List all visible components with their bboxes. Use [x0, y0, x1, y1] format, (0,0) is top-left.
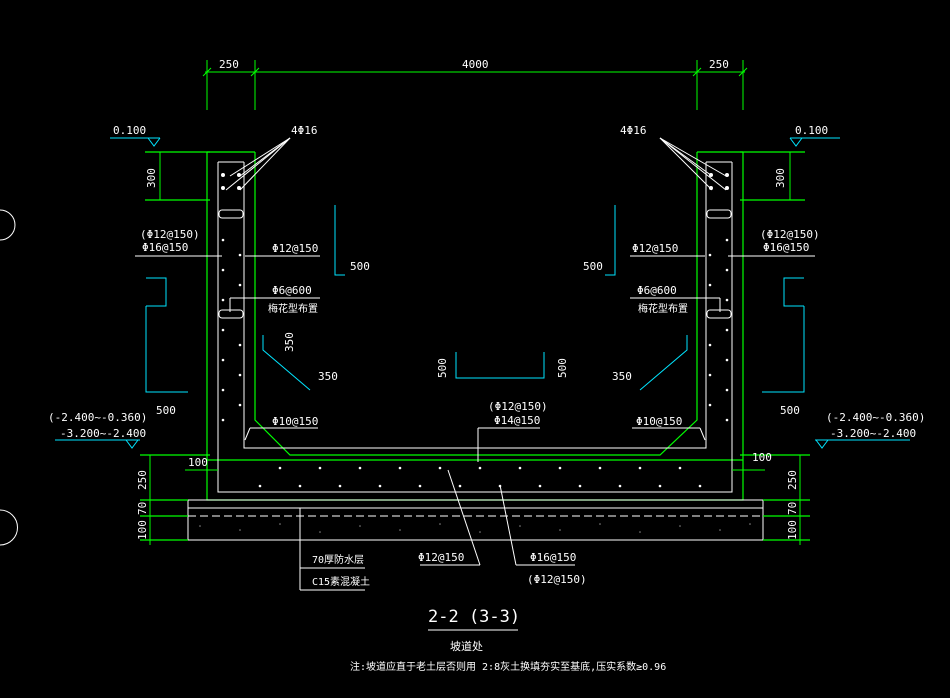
right-base-500: 500	[780, 404, 800, 417]
center-bottom-bar-left: Φ12@150	[418, 551, 464, 564]
left-tie-bar: Φ6@600	[272, 284, 312, 297]
right-tie-bar: Φ6@600	[637, 284, 677, 297]
left-corner-rebar: 4Φ16	[291, 124, 318, 137]
left-elev-bottom-alt: (-2.400~-0.360)	[48, 411, 147, 424]
center-top-bar: Φ14@150	[494, 414, 540, 427]
right-hook-500: 500	[583, 260, 603, 273]
section-subtitle: 坡道处	[450, 639, 483, 653]
left-hook-500: 500	[350, 260, 370, 273]
elevation-markers	[55, 137, 910, 449]
right-elev-bottom-alt: (-2.400~-0.360)	[826, 411, 925, 424]
center-leaders	[299, 352, 575, 591]
right-slab-bar: Φ10@150	[636, 415, 682, 428]
left-vert-bar: Φ16@150	[142, 241, 188, 254]
channel-outline	[206, 151, 744, 501]
right-dim-250: 250	[786, 470, 799, 490]
section-title: 2-2 (3-3)	[428, 607, 520, 627]
right-corner-rebar: 4Φ16	[620, 124, 647, 137]
left-elev-top: 0.100	[113, 124, 146, 137]
corner-rebar-leaders	[225, 137, 727, 191]
left-tie-note: 梅花型布置	[268, 302, 318, 315]
layer-concrete: C15素混凝土	[312, 575, 370, 588]
left-slab-bar: Φ10@150	[272, 415, 318, 428]
center-bent-500-right: 500	[556, 358, 569, 378]
right-vert-bar-alt: (Φ12@150)	[760, 228, 820, 241]
right-elev-top: 0.100	[795, 124, 828, 137]
left-dim-100: 100	[188, 456, 208, 469]
center-bottom-bar-right: Φ16@150	[530, 551, 576, 564]
right-tie-note: 梅花型布置	[638, 302, 688, 315]
right-elev-bottom: -3.200~-2.400	[830, 427, 916, 440]
center-bent-500-left: 500	[436, 358, 449, 378]
grid-bubbles	[0, 209, 18, 546]
left-leaders	[135, 205, 345, 441]
left-elev-bottom: -3.200~-2.400	[60, 427, 146, 440]
left-haunch-350-b: 350	[318, 370, 338, 383]
left-inner-bar: Φ12@150	[272, 242, 318, 255]
left-vert-bar-alt: (Φ12@150)	[140, 228, 200, 241]
left-base-500: 500	[156, 404, 176, 417]
right-inner-bar: Φ12@150	[632, 242, 678, 255]
center-top-bar-alt: (Φ12@150)	[488, 400, 548, 413]
layer-waterproof: 70厚防水层	[312, 553, 364, 566]
right-dim-300: 300	[774, 168, 787, 188]
concrete-hatch	[199, 523, 751, 533]
left-haunch-350-a: 350	[283, 332, 296, 352]
right-vert-bar: Φ16@150	[763, 241, 809, 254]
left-dim-250: 250	[136, 470, 149, 490]
right-dim-100b: 100	[786, 520, 799, 540]
dim-middle-4000: 4000	[462, 58, 489, 71]
section-note: 注:坡道应直于老土层否则用 2:8灰土换填夯实至基底,压实系数≥0.96	[350, 660, 666, 673]
right-dim-70: 70	[786, 502, 799, 515]
bottom-dimensions	[140, 454, 810, 545]
base-layers	[187, 499, 764, 541]
dim-right-250: 250	[709, 58, 729, 71]
right-dim-100: 100	[752, 451, 772, 464]
right-leaders	[605, 205, 815, 441]
top-dimension	[202, 60, 748, 110]
dim-left-250: 250	[219, 58, 239, 71]
left-dim-300: 300	[145, 168, 158, 188]
right-haunch-350: 350	[612, 370, 632, 383]
left-dim-100b: 100	[136, 520, 149, 540]
left-dim-70: 70	[136, 502, 149, 515]
rebar	[217, 161, 733, 493]
center-bottom-bar-right-alt: (Φ12@150)	[527, 573, 587, 586]
